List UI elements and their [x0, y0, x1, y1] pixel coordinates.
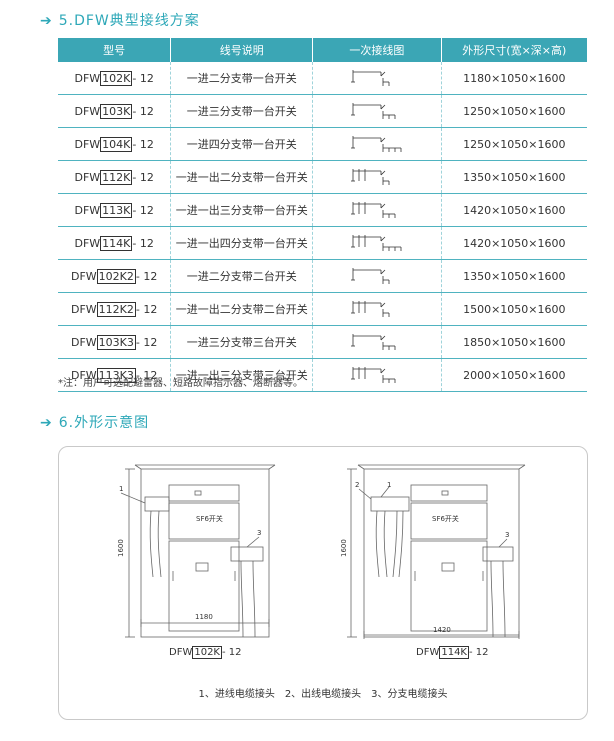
right-callout-2: 2: [355, 481, 359, 489]
wiring-diagram-cell: [312, 259, 442, 293]
right-callout-3: 3: [505, 531, 509, 539]
left-sf6-label: SF6开关: [196, 514, 223, 523]
single-line-diagram-icon: [350, 102, 396, 119]
wiring-diagram-cell: [312, 62, 442, 95]
wiring-diagram-cell: [312, 358, 442, 392]
arrow-right-icon: ➔: [40, 415, 53, 431]
header-model: 型号: [58, 38, 172, 62]
dimension-cell: 1850×1050×1600: [441, 325, 587, 359]
right-height-label: 1600: [340, 539, 348, 557]
wiring-diagram-cell: [312, 193, 442, 227]
single-line-diagram-icon: [350, 300, 390, 317]
section-6-title: ➔ 6.外形示意图: [40, 412, 149, 432]
single-line-diagram-icon: [350, 201, 396, 218]
dimension-cell: 1350×1050×1600: [441, 160, 587, 194]
right-cabinet-drawing: [347, 464, 526, 639]
left-width-label: 1180: [195, 613, 213, 621]
single-line-diagram-icon: [350, 69, 390, 86]
section-5-title-text: 5.DFW典型接线方案: [58, 13, 200, 29]
description-cell: 一进二分支带一台开关: [170, 62, 314, 95]
header-description: 线号说明: [170, 38, 314, 62]
dimension-cell: 1250×1050×1600: [441, 127, 587, 161]
description-cell: 一进一出二分支带二台开关: [170, 292, 314, 326]
description-cell: 一进四分支带一台开关: [170, 127, 314, 161]
dimension-cell: 1250×1050×1600: [441, 94, 587, 128]
dimension-cell: 1180×1050×1600: [441, 62, 587, 95]
outline-figure-box: 1600 SF6开关 1 3 1180 1600 SF6开关 2 1 3 142…: [58, 446, 588, 720]
description-cell: 一进一出二分支带一台开关: [170, 160, 314, 194]
description-cell: 一进一出四分支带一台开关: [170, 226, 314, 260]
section-6-title-text: 6.外形示意图: [58, 415, 150, 431]
left-cabinet-drawing: [120, 464, 276, 638]
wiring-diagram-cell: [312, 226, 442, 260]
figure-legend: 1、进线电缆接头 2、出线电缆接头 3、分支电缆接头: [198, 689, 448, 700]
section-5-title: ➔ 5.DFW典型接线方案: [40, 10, 200, 30]
single-line-diagram-icon: [350, 168, 390, 185]
wiring-diagram-cell: [312, 292, 442, 326]
description-cell: 一进三分支带一台开关: [170, 94, 314, 128]
dimension-cell: 2000×1050×1600: [441, 358, 587, 392]
description-cell: 一进一出三分支带三台开关: [170, 358, 314, 392]
wiring-diagram-cell: [312, 94, 442, 128]
left-height-label: 1600: [117, 539, 125, 557]
header-dimensions: 外形尺寸(宽×深×高): [441, 38, 587, 62]
right-callout-1: 1: [387, 481, 391, 489]
right-width-label: 1420: [433, 626, 451, 634]
dimension-cell: 1420×1050×1600: [441, 226, 587, 260]
dimension-cell: 1350×1050×1600: [441, 259, 587, 293]
dimension-cell: 1500×1050×1600: [441, 292, 587, 326]
outline-drawings: 1600 SF6开关 1 3 1180 1600 SF6开关 2 1 3 142…: [117, 464, 526, 639]
single-line-diagram-icon: [350, 366, 396, 383]
description-cell: 一进三分支带三台开关: [170, 325, 314, 359]
single-line-diagram-icon: [350, 135, 402, 152]
arrow-right-icon: ➔: [40, 13, 53, 29]
dimension-cell: 1420×1050×1600: [441, 193, 587, 227]
wiring-diagram-cell: [312, 325, 442, 359]
description-cell: 一进二分支带二台开关: [170, 259, 314, 293]
right-sf6-label: SF6开关: [432, 514, 459, 523]
footnote: *注：用户可选配避雷器、短路故障指示器、熔断器等。: [58, 378, 303, 389]
left-callout-1: 1: [119, 485, 123, 493]
header-diagram: 一次接线图: [312, 38, 442, 62]
single-line-diagram-icon: [350, 267, 390, 284]
table-header-row: 型号 线号说明 一次接线图 外形尺寸(宽×深×高): [58, 38, 587, 62]
left-callout-3: 3: [257, 529, 261, 537]
single-line-diagram-icon: [350, 234, 402, 251]
wiring-diagram-cell: [312, 127, 442, 161]
description-cell: 一进一出三分支带一台开关: [170, 193, 314, 227]
single-line-diagram-icon: [350, 333, 396, 350]
wiring-diagram-cell: [312, 160, 442, 194]
